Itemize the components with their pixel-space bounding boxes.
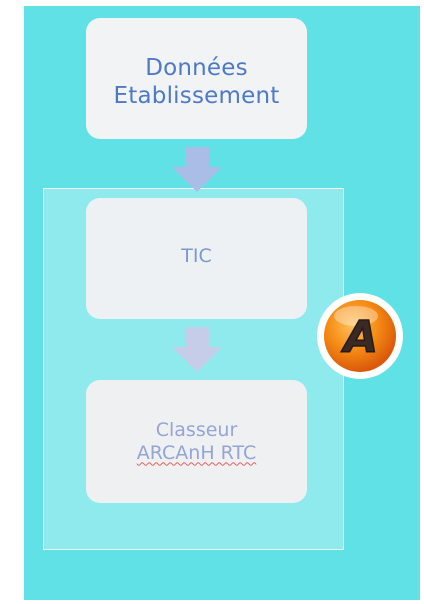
down-arrow-icon [172,147,222,192]
top-box-line1: Données [145,54,248,81]
donnees-etablissement-box: Données Etablissement [86,18,307,139]
arcanh-logo-icon: A [316,292,404,380]
top-box-line2: Etablissement [113,82,280,109]
down-arrow-icon [172,327,222,372]
classeur-line2: ARCAnH RTC [136,441,257,464]
tic-label: TIC [181,245,212,268]
tic-box: TIC [86,198,307,319]
badge-letter: A [341,312,378,363]
classeur-line1: Classeur [155,418,238,441]
classeur-box: Classeur ARCAnH RTC [86,380,307,503]
